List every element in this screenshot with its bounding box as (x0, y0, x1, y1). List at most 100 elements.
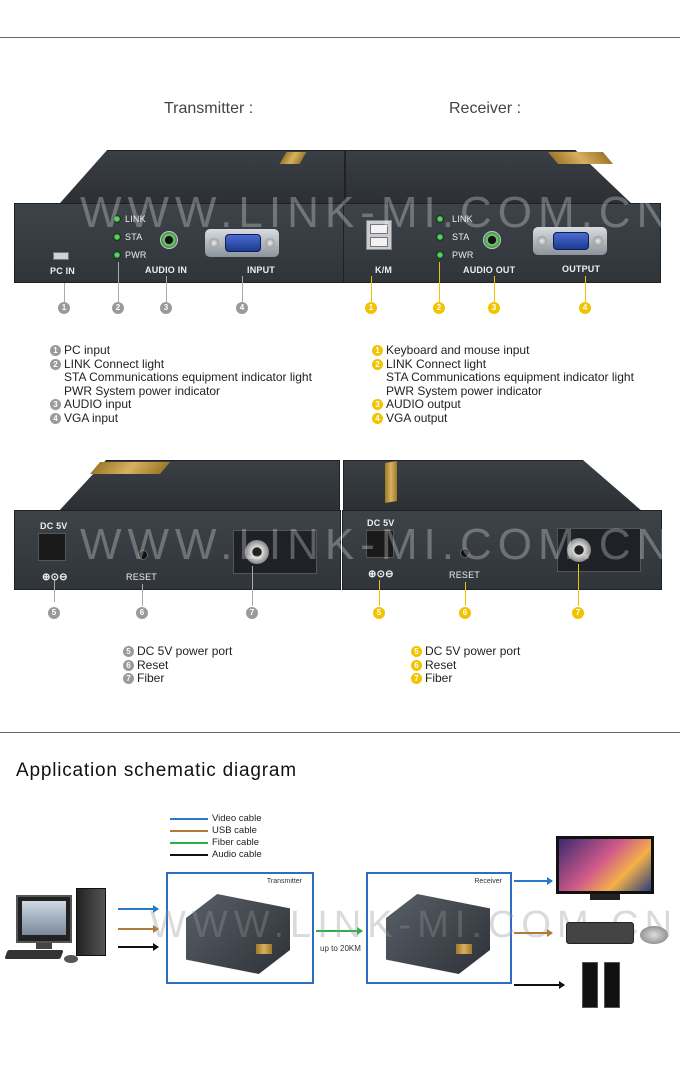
legend-text: LINK Connect light (64, 356, 165, 371)
marker-4: 4 (236, 302, 248, 314)
link-led-label: LINK (452, 214, 473, 224)
legend-num-2: 2 (372, 358, 383, 370)
pwr-led (436, 251, 444, 259)
dc-jack (38, 533, 66, 561)
watermark: WWW.LINK-MI.COM.CN (80, 188, 675, 237)
marker-2: 2 (433, 302, 445, 314)
legend-num-6: 6 (123, 659, 134, 671)
marker-line (494, 276, 495, 302)
pwr-led-label: PWR (452, 250, 474, 260)
vga-output-port (533, 227, 607, 255)
gold-stripe (385, 460, 397, 504)
marker-line (54, 580, 55, 602)
keyboard-icon (4, 950, 64, 959)
receiver-device-icon (386, 894, 490, 974)
sta-led-label: STA (452, 232, 470, 242)
marker-6: 6 (136, 607, 148, 619)
marker-7: 7 (572, 607, 584, 619)
marker-6: 6 (459, 607, 471, 619)
marker-line (118, 262, 119, 302)
legend-num-7: 7 (123, 673, 134, 685)
usb-out-arrow (514, 929, 553, 937)
reset-label: RESET (449, 570, 481, 580)
sta-led-label: STA (125, 232, 143, 242)
pc-in-label: PC IN (50, 266, 76, 276)
marker-3: 3 (160, 302, 172, 314)
legend-text: VGA output (386, 410, 448, 425)
audio-out-arrow (514, 981, 565, 989)
marker-5: 5 (373, 607, 385, 619)
watermark: WWW.LINK-MI.COM.CN (80, 520, 675, 569)
marker-1: 1 (58, 302, 70, 314)
legend-text: AUDIO input (64, 397, 132, 411)
marker-line (439, 262, 440, 302)
tower-icon (76, 888, 106, 956)
reset-label: RESET (126, 572, 158, 582)
audio-cable-arrow (118, 943, 159, 951)
legend-text: STA Communications equipment indicator l… (386, 370, 634, 384)
vga-input-port (205, 229, 279, 257)
transmitter-back-top (58, 460, 340, 512)
legend-text: STA Communications equipment indicator l… (64, 370, 312, 384)
cable-key: Video cable USB cable Fiber cable Audio … (170, 813, 262, 861)
transmitter-title: Transmitter : (164, 100, 254, 117)
cable-swatch (170, 818, 208, 820)
pwr-led-label: PWR (125, 250, 147, 260)
marker-2: 2 (112, 302, 124, 314)
marker-1: 1 (365, 302, 377, 314)
legend-num-5: 5 (411, 646, 422, 658)
legend-text: Reset (425, 657, 457, 672)
receiver-title: Receiver : (449, 100, 522, 117)
monitor-stand (36, 943, 52, 949)
legend-num-4: 4 (50, 412, 61, 424)
cable-label: USB cable (212, 825, 257, 836)
transmitter-frame: Transmitter (166, 872, 314, 984)
cable-label: Fiber cable (212, 837, 259, 848)
legend-text: Keyboard and mouse input (386, 343, 530, 357)
km-label: K/M (375, 265, 393, 275)
legend-text: Fiber (425, 671, 453, 685)
legend-text: LINK Connect light (386, 356, 487, 371)
speaker-right-icon (604, 962, 620, 1008)
link-led (436, 215, 444, 223)
gold-stripe (89, 462, 171, 474)
cable-swatch (170, 854, 208, 856)
audio-in-jack (160, 231, 178, 249)
legend-num-6: 6 (411, 659, 422, 671)
distance-label: up to 20KM (320, 944, 361, 953)
receiver-face (343, 203, 661, 283)
reset-button (138, 550, 148, 560)
marker-3: 3 (488, 302, 500, 314)
marker-line (379, 580, 380, 606)
legend-text: PWR System power indicator (64, 383, 221, 398)
transmitter-device-icon (186, 894, 290, 974)
tv-stand (590, 894, 620, 900)
marker-line (166, 276, 167, 302)
legend-text: DC 5V power port (137, 644, 233, 658)
speaker-left-icon (582, 962, 598, 1008)
marker-line (465, 582, 466, 606)
top-divider (0, 37, 680, 38)
link-led-label: LINK (125, 214, 146, 224)
legend-num-2: 2 (50, 358, 61, 370)
marker-line (242, 276, 243, 302)
fiber-connector (567, 538, 591, 562)
legend-text: DC 5V power port (425, 644, 521, 658)
legend-num-3: 3 (50, 399, 61, 411)
legend-text: VGA input (64, 410, 119, 425)
mouse-icon (640, 926, 668, 944)
marker-line (142, 584, 143, 606)
marker-line (252, 566, 253, 606)
marker-4: 4 (579, 302, 591, 314)
mini-usb-port (53, 252, 69, 260)
keyboard-icon (566, 922, 634, 944)
section-divider (0, 732, 680, 733)
input-label: INPUT (247, 265, 275, 275)
fiber-connector (245, 540, 269, 564)
legend-num-5: 5 (123, 646, 134, 658)
legend-text: AUDIO output (386, 397, 461, 411)
cable-swatch (170, 830, 208, 832)
